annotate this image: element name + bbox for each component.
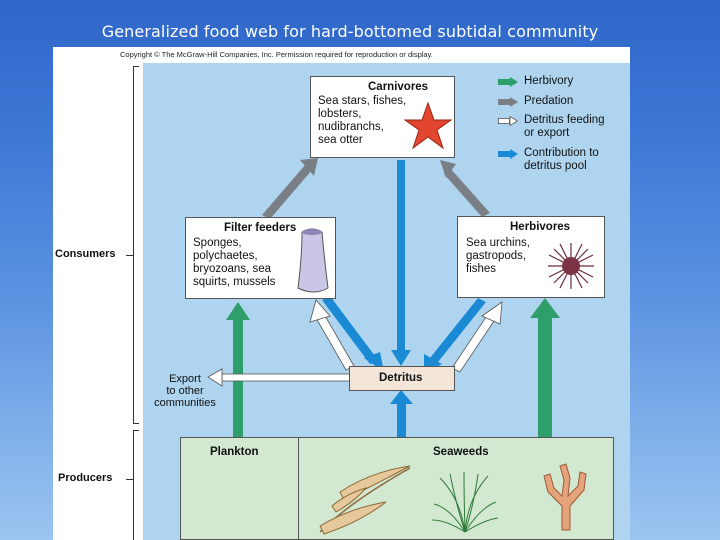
legend-label-detritus-contribution: Contribution to detritus pool [524, 147, 599, 172]
detritus-box: Detritus [349, 366, 455, 391]
legend-label-predation: Predation [524, 95, 574, 107]
seaweeds-title: Seaweeds [433, 446, 489, 458]
export-arrow [207, 368, 351, 387]
consumers-bracket-cap-bottom [133, 423, 139, 424]
sea-star-icon [403, 101, 453, 150]
legend-item-detritus-contribution: Contribution to detritus pool [498, 147, 599, 173]
slide-title: Generalized food web for hard-bottomed s… [101, 22, 599, 41]
herbivores-title: Herbivores [510, 221, 571, 233]
legend-label-herbivory: Herbivory [524, 75, 574, 87]
consumers-label: Consumers [55, 248, 116, 260]
carnivores-text: Sea stars, fishes, lobsters, nudibranchs… [318, 95, 407, 146]
detritus-title: Detritus [379, 372, 423, 384]
detritus-feeding-arrow-to-filter-feeders [309, 299, 355, 371]
coralline-alga-icon [543, 463, 587, 531]
filter-feeders-title: Filter feeders [224, 222, 297, 234]
legend-item-herbivory: Herbivory [498, 75, 573, 88]
predation-legend-arrow-icon [498, 97, 518, 107]
legend-label-detritus-feeding: Detritus feeding or export [524, 114, 605, 139]
seagrass-icon [431, 471, 499, 533]
predation-arrow-herbivores-to-carnivores [440, 160, 490, 217]
legend-item-predation: Predation [498, 95, 573, 108]
plankton-title: Plankton [210, 446, 259, 458]
export-label: Export to other communities [154, 373, 216, 409]
producers-bracket-cap-top [133, 430, 139, 431]
detritus-feeding-arrow-to-herbivores [451, 301, 503, 373]
herbivores-box: Herbivores Sea urchins, gastropods, fish… [457, 216, 605, 298]
herbivory-arrow-plankton-to-filter-feeders [226, 302, 250, 437]
herbivores-text: Sea urchins, gastropods, fishes [466, 237, 530, 275]
consumers-bracket-cap-top [133, 66, 139, 67]
detritus-contribution-arrow-carnivores [391, 160, 411, 366]
sponge-icon [297, 228, 329, 293]
legend-item-detritus-feeding: Detritus feeding or export [498, 114, 605, 140]
detritus-contribution-legend-arrow-icon [498, 149, 518, 159]
producers-bracket [133, 430, 134, 540]
consumers-bracket [133, 66, 134, 423]
copyright-notice: Copyright © The McGraw-Hill Companies, I… [120, 50, 433, 59]
herbivory-legend-arrow-icon [498, 77, 518, 87]
consumers-tick [126, 255, 133, 256]
predation-arrow-filter-feeders-to-carnivores [262, 158, 318, 219]
filter-feeders-box: Filter feeders Sponges, polychaetes, bry… [185, 217, 336, 299]
carnivores-title: Carnivores [368, 81, 429, 93]
carnivores-box: Carnivores Sea stars, fishes, lobsters, … [310, 76, 455, 158]
herbivory-arrow-seaweeds-to-herbivores [530, 298, 560, 437]
producers-tick [126, 479, 133, 480]
filter-feeders-text: Sponges, polychaetes, bryozoans, sea squ… [193, 237, 276, 288]
producers-label: Producers [58, 472, 113, 484]
sea-urchin-icon [548, 243, 594, 289]
plankton-box [180, 437, 299, 540]
detritus-feeding-legend-arrow-icon [498, 116, 518, 126]
detritus-contribution-arrow-seaweeds [390, 390, 413, 437]
kelp-icon [319, 465, 411, 535]
